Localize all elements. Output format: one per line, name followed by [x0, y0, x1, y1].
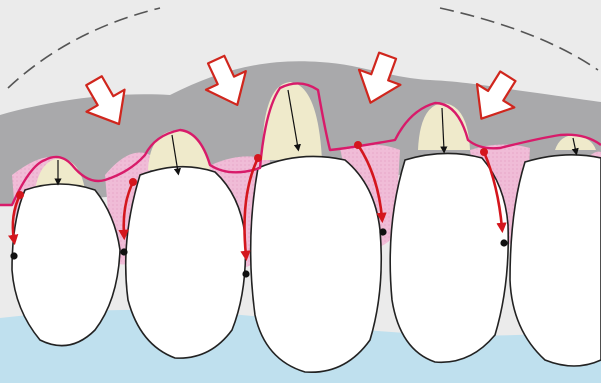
endpoint-dot-3 [242, 270, 249, 277]
origin-dot-5 [480, 148, 488, 156]
origin-dot-3 [254, 154, 262, 162]
endpoint-dot-1 [10, 252, 17, 259]
endpoint-dot-4 [379, 228, 386, 235]
endpoint-dot-2 [120, 248, 127, 255]
tooth-4 [390, 153, 508, 362]
tooth-2 [126, 167, 246, 358]
tooth-3 [251, 156, 382, 372]
endpoint-dot-5 [500, 239, 507, 246]
tooth-5 [510, 155, 601, 366]
origin-dot-1 [16, 191, 24, 199]
origin-dot-2 [129, 178, 137, 186]
origin-dot-4 [354, 141, 362, 149]
